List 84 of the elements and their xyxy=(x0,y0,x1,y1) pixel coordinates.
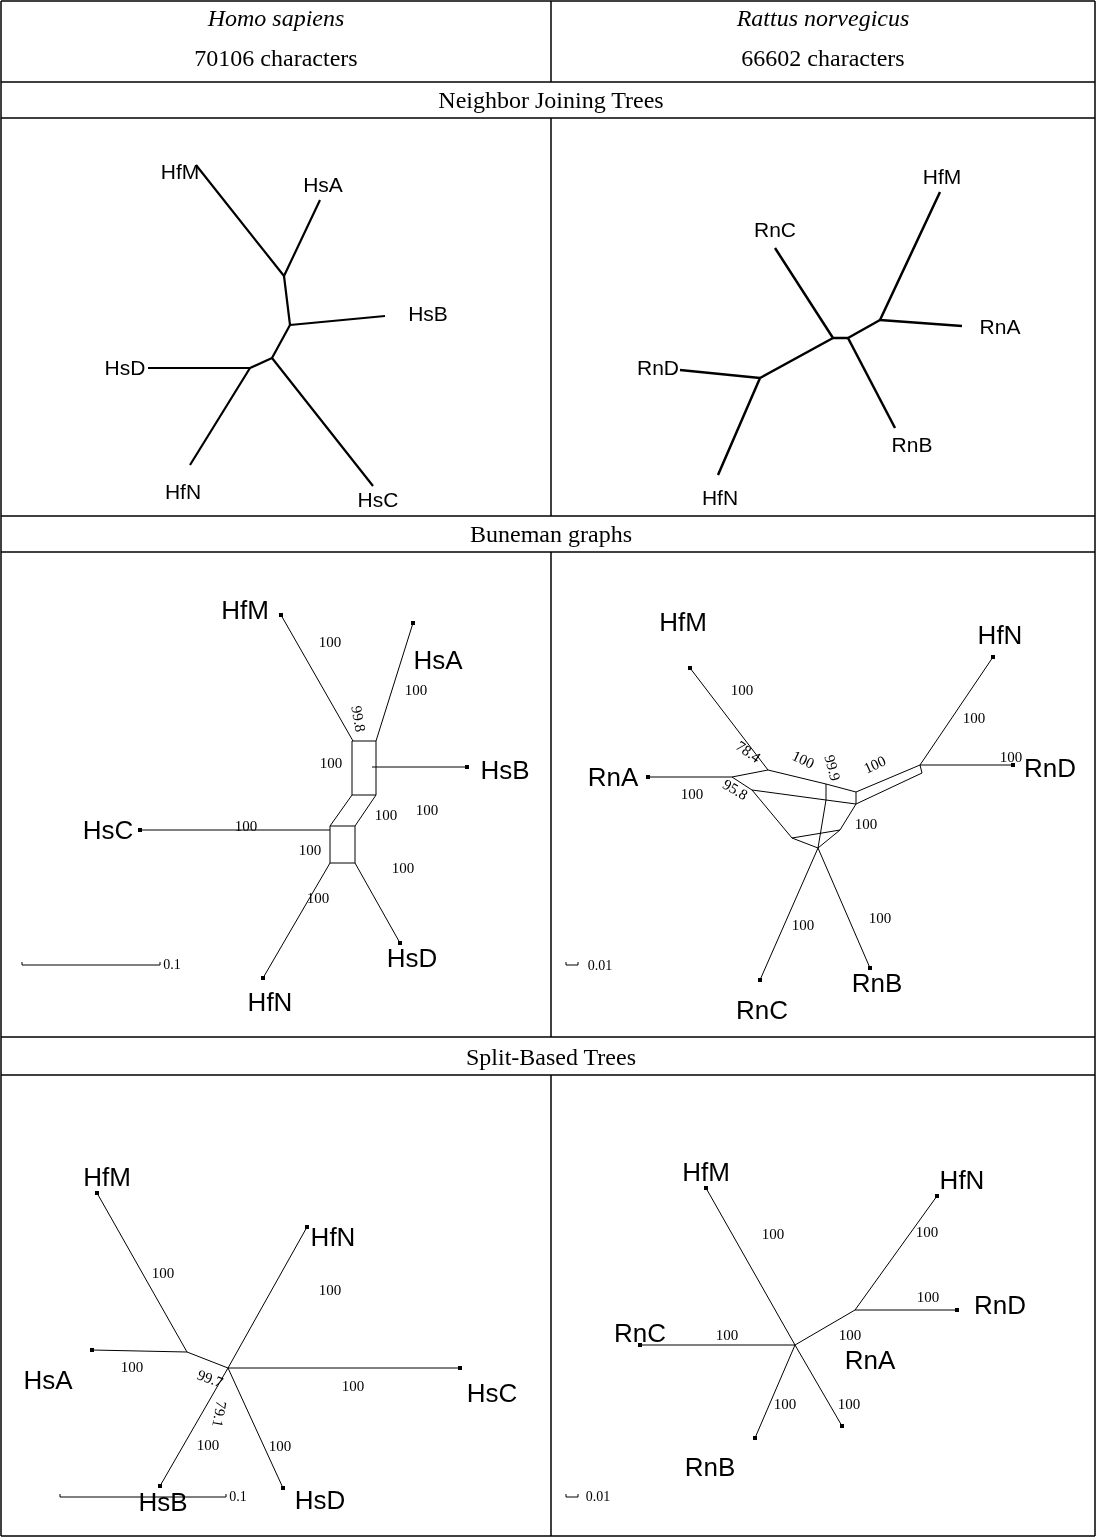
taxon-label: HsB xyxy=(480,754,530,786)
taxon-label: HfM xyxy=(221,594,269,626)
bootstrap-value: 100 xyxy=(319,754,343,772)
scale-value: 0.1 xyxy=(163,957,181,973)
taxon-label: RnC xyxy=(614,1317,666,1349)
section-heading: Split-Based Trees xyxy=(466,1043,636,1071)
taxon-label: HsD xyxy=(294,1484,346,1516)
bootstrap-value: 100 xyxy=(838,1326,862,1344)
taxon-label: HfM xyxy=(83,1161,131,1193)
bootstrap-value: 100 xyxy=(854,815,878,833)
bootstrap-value: 100 xyxy=(120,1358,144,1376)
bootstrap-value: 100 xyxy=(868,909,892,927)
bootstrap-value: 100 xyxy=(791,916,815,934)
taxon-label: HsA xyxy=(23,1364,73,1396)
bootstrap-value: 100 xyxy=(915,1223,939,1241)
bootstrap-value: 100 xyxy=(761,1225,785,1243)
taxon-label: HfN xyxy=(164,480,202,504)
taxon-label: RnA xyxy=(979,315,1021,339)
bootstrap-value: 100 xyxy=(773,1395,797,1413)
section-heading: Buneman graphs xyxy=(470,520,632,548)
bootstrap-value: 100 xyxy=(415,801,439,819)
bootstrap-value: 95.8 xyxy=(719,776,751,804)
taxon-label: RnD xyxy=(1024,752,1076,784)
taxon-label: HsD xyxy=(386,942,438,974)
taxon-label: HsC xyxy=(82,814,134,846)
taxon-label: HfN xyxy=(310,1221,356,1253)
taxon-label: HsC xyxy=(357,488,399,512)
taxon-label: RnD xyxy=(974,1289,1026,1321)
bootstrap-value: 100 xyxy=(861,752,889,778)
taxon-label: RnA xyxy=(844,1344,896,1376)
taxon-label: HfN xyxy=(247,986,293,1018)
taxon-label: HfN xyxy=(939,1164,985,1196)
bootstrap-value: 100 xyxy=(391,859,415,877)
taxon-label: HsC xyxy=(466,1377,518,1409)
bootstrap-value: 99.7 xyxy=(194,1366,226,1392)
taxon-label: RnB xyxy=(851,967,903,999)
bootstrap-value: 100 xyxy=(318,1281,342,1299)
taxon-label: RnA xyxy=(587,761,639,793)
bootstrap-value: 100 xyxy=(196,1436,220,1454)
taxon-label: HfN xyxy=(977,619,1023,651)
section-heading: Neighbor Joining Trees xyxy=(438,86,664,114)
bootstrap-value: 100 xyxy=(404,681,428,699)
taxon-label: HfM xyxy=(160,160,200,184)
scale-value: 0.01 xyxy=(585,1489,611,1505)
bootstrap-value: 100 xyxy=(341,1377,365,1395)
bootstrap-value: 100 xyxy=(306,889,330,907)
bootstrap-value: 100 xyxy=(999,748,1023,766)
bootstrap-value: 100 xyxy=(234,817,258,835)
bootstrap-value: 100 xyxy=(318,633,342,651)
taxon-label: HsD xyxy=(104,356,146,380)
scale-value: 0.1 xyxy=(229,1489,247,1505)
scale-value: 0.01 xyxy=(587,958,613,974)
character-count: 66602 characters xyxy=(741,44,905,72)
bootstrap-value: 100 xyxy=(730,681,754,699)
bootstrap-value: 100 xyxy=(715,1326,739,1344)
bootstrap-value: 100 xyxy=(374,806,398,824)
taxon-label: HfM xyxy=(659,606,707,638)
bootstrap-value: 79.1 xyxy=(208,1399,230,1429)
taxon-label: HfM xyxy=(682,1156,730,1188)
character-count: 70106 characters xyxy=(194,44,358,72)
bootstrap-value: 100 xyxy=(298,841,322,859)
taxon-label: RnB xyxy=(684,1451,736,1483)
bootstrap-value: 100 xyxy=(151,1264,175,1282)
taxon-label: RnD xyxy=(637,356,679,380)
bootstrap-value: 100 xyxy=(268,1437,292,1455)
taxon-label: HsB xyxy=(138,1486,188,1518)
taxon-label: HsA xyxy=(303,173,343,197)
bootstrap-value: 100 xyxy=(916,1288,940,1306)
taxon-label: HfN xyxy=(701,486,739,510)
bootstrap-value: 99.9 xyxy=(820,753,844,783)
taxon-label: HfM xyxy=(922,165,962,189)
species-name: Homo sapiens xyxy=(207,4,345,32)
bootstrap-value: 100 xyxy=(962,709,986,727)
taxon-label: RnC xyxy=(754,218,796,242)
bootstrap-value: 100 xyxy=(837,1395,861,1413)
bootstrap-value: 99.8 xyxy=(347,704,369,734)
bootstrap-value: 100 xyxy=(789,747,817,773)
taxon-label: HsA xyxy=(413,644,463,676)
taxon-label: RnB xyxy=(891,433,933,457)
species-name: Rattus norvegicus xyxy=(736,4,910,32)
taxon-label: RnC xyxy=(736,994,788,1026)
bootstrap-value: 78.4 xyxy=(732,737,764,767)
bootstrap-value: 100 xyxy=(680,785,704,803)
taxon-label: HsB xyxy=(408,302,448,326)
